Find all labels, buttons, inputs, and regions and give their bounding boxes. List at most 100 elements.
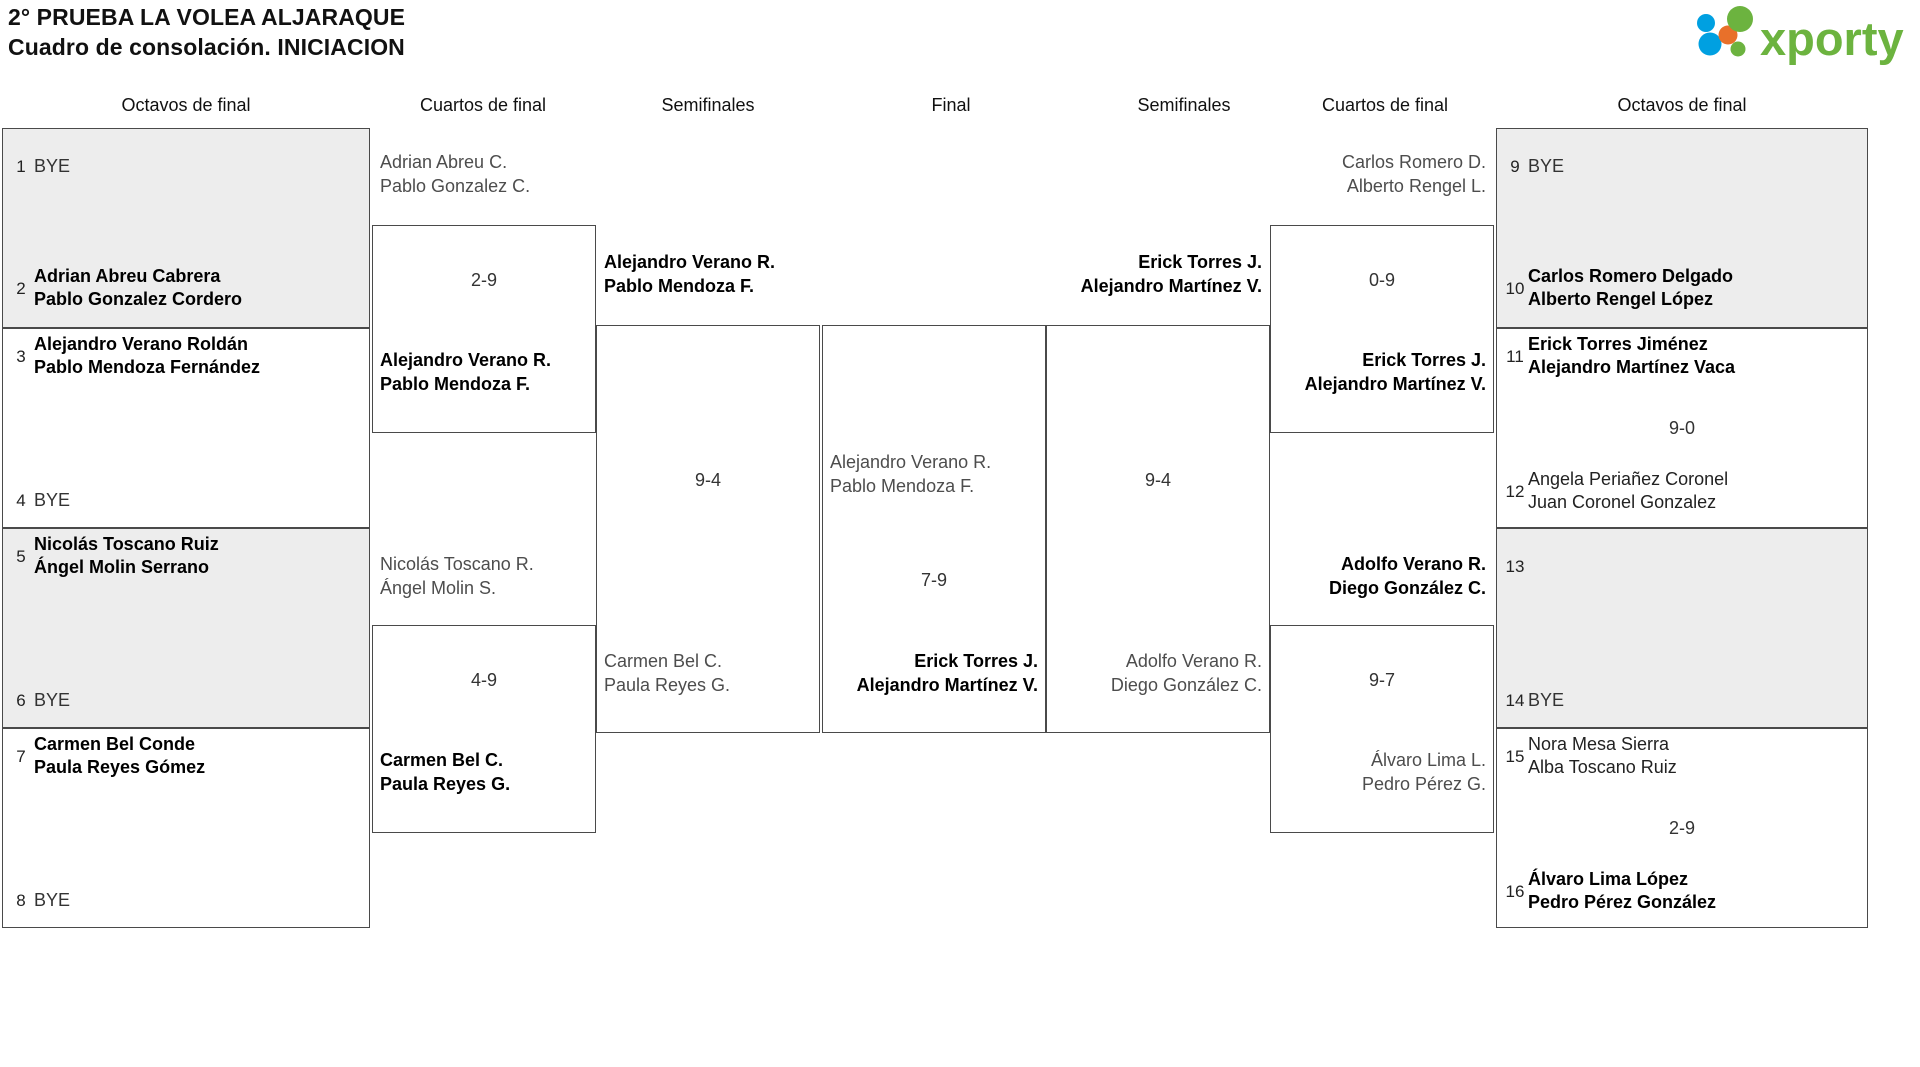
seed-number: 1: [16, 156, 26, 176]
player-name-2: Diego González C.: [1110, 675, 1262, 695]
rqf2-top-names: Adolfo Verano R. Diego González C.: [1270, 552, 1486, 600]
player-name-2: Ángel Molin Serrano: [34, 557, 210, 577]
rqf2-bottom-names: Álvaro Lima L. Pedro Pérez G.: [1270, 748, 1486, 796]
player-names: BYE: [1528, 155, 1565, 176]
player-name-1: Carmen Bel C.: [604, 651, 723, 671]
rqf1-score: 0-9: [1368, 270, 1395, 290]
player-name-2: Alejandro Martínez V.: [1304, 374, 1486, 394]
seed-number: 2: [16, 278, 26, 298]
player-name-2: Pedro Pérez González: [1528, 892, 1717, 912]
round-header-final: Final: [931, 95, 971, 115]
svg-text:xporty: xporty: [1760, 12, 1904, 65]
match-box-left-r16-4[interactable]: [2, 728, 370, 928]
bracket-slot-seed-12[interactable]: 12 Angela Periañez Coronel Juan Coronel …: [1502, 468, 1729, 514]
seed-number: 8: [16, 890, 26, 910]
final-score: 7-9: [920, 570, 947, 590]
match-box-right-r16-2[interactable]: [1496, 328, 1868, 528]
match-box-right-r16-3[interactable]: [1496, 528, 1868, 728]
rqf2-score: 9-7: [1368, 670, 1395, 690]
round-header-right-sf: Semifinales: [1137, 95, 1231, 115]
player-name-2: Pablo Gonzalez Cordero: [34, 289, 243, 309]
match-box-left-r16-3[interactable]: [2, 528, 370, 728]
bracket-slot-seed-16[interactable]: 16 Álvaro Lima López Pedro Pérez Gonzále…: [1502, 868, 1717, 914]
bracket-slot-seed-1[interactable]: 1 BYE: [8, 146, 70, 186]
bracket-slot-seed-2[interactable]: 2 Adrian Abreu Cabrera Pablo Gonzalez Co…: [8, 265, 242, 311]
player-name-2: Pablo Gonzalez C.: [380, 176, 531, 196]
qf2-score: 4-9: [470, 670, 497, 690]
tournament-subtitle: Cuadro de consolación. INICIACION: [8, 34, 405, 60]
seed-number: 14: [1505, 690, 1525, 710]
player-name-2: Pablo Mendoza Fernández: [34, 357, 261, 377]
player-name-1: Erick Torres J.: [1138, 252, 1262, 272]
seed-number: 16: [1505, 881, 1525, 901]
match-box-left-r16-1[interactable]: [2, 128, 370, 328]
match-box-right-r16-1[interactable]: [1496, 128, 1868, 328]
round-header-right-r16: Octavos de final: [1617, 95, 1747, 115]
player-name-1: Alejandro Verano R.: [604, 252, 776, 272]
player-name-2: Paula Reyes G.: [380, 774, 511, 794]
round-header-left-sf: Semifinales: [661, 95, 755, 115]
player-name-1: Nicolás Toscano R.: [380, 554, 534, 574]
match-box-left-sf[interactable]: [596, 325, 820, 733]
bracket-slot-seed-4[interactable]: 4 BYE: [8, 480, 70, 520]
player-name-1: Álvaro Lima López: [1528, 869, 1689, 889]
player-name-2: Diego González C.: [1328, 578, 1486, 598]
match-box-right-qf-1[interactable]: [1270, 225, 1494, 433]
bracket-slot-seed-10[interactable]: 10 Carlos Romero Delgado Alberto Rengel …: [1502, 265, 1734, 311]
seed-number: 12: [1505, 481, 1525, 501]
bracket-slot-seed-9[interactable]: 9 BYE: [1502, 146, 1564, 186]
bracket-slot-seed-7[interactable]: 7 Carmen Bel Conde Paula Reyes Gómez: [8, 733, 205, 779]
sf-right-score: 9-4: [1144, 470, 1171, 490]
player-name-2: Pablo Mendoza F.: [604, 276, 755, 296]
round-header-left-r16: Octavos de final: [121, 95, 251, 115]
match-box-left-r16-2[interactable]: [2, 328, 370, 528]
player-name-1: Erick Torres J.: [1362, 350, 1486, 370]
round-header-left-qf: Cuartos de final: [419, 95, 547, 115]
player-name-2: Pablo Mendoza F.: [380, 374, 531, 394]
player-names: BYE: [1528, 689, 1565, 710]
rqf1-top-names: Carlos Romero D. Alberto Rengel L.: [1270, 150, 1486, 198]
player-name-2: Alba Toscano Ruiz: [1528, 757, 1677, 777]
player-name-1: Nicolás Toscano Ruiz: [34, 534, 219, 554]
bracket-slot-seed-13[interactable]: 13: [1502, 546, 1528, 586]
match-box-final[interactable]: [822, 325, 1046, 733]
player-name-1: Álvaro Lima L.: [1370, 750, 1486, 770]
player-name-1: Adrian Abreu C.: [380, 152, 508, 172]
player-name-1: Carlos Romero Delgado: [1528, 266, 1734, 286]
page-title: 2° PRUEBA LA VOLEA ALJARAQUE Cuadro de c…: [8, 2, 405, 62]
bracket-slot-seed-5[interactable]: 5 Nicolás Toscano Ruiz Ángel Molin Serra…: [8, 533, 219, 579]
player-name-1: Alejandro Verano R.: [830, 452, 992, 472]
xporty-logo-icon: xporty: [1697, 6, 1904, 65]
bracket-slot-seed-14[interactable]: 14 BYE: [1502, 680, 1565, 720]
player-name-2: Paula Reyes Gómez: [34, 757, 206, 777]
match-box-right-sf[interactable]: [1046, 325, 1270, 733]
match-box-right-r16-4[interactable]: [1496, 728, 1868, 928]
bracket-slot-seed-6[interactable]: 6 BYE: [8, 680, 70, 720]
final-bottom-names: Erick Torres J. Alejandro Martínez V.: [822, 649, 1038, 697]
player-name-1: Alejandro Verano R.: [380, 350, 552, 370]
rqf1-bottom-names: Erick Torres J. Alejandro Martínez V.: [1270, 348, 1486, 396]
player-names: BYE: [34, 155, 71, 176]
bracket-slot-seed-15[interactable]: 15 Nora Mesa Sierra Alba Toscano Ruiz: [1502, 733, 1677, 779]
player-name-1: Angela Periañez Coronel: [1528, 469, 1729, 489]
qf2-bottom-names: Carmen Bel C. Paula Reyes G.: [380, 748, 510, 796]
player-name-1: Adolfo Verano R.: [1340, 554, 1486, 574]
player-name-1: Nora Mesa Sierra: [1528, 734, 1670, 754]
match-box-left-qf-2[interactable]: [372, 625, 596, 833]
bracket-slot-seed-11[interactable]: 11 Erick Torres Jiménez Alejandro Martín…: [1502, 333, 1735, 379]
player-name-1: Carmen Bel C.: [380, 750, 504, 770]
match-box-left-qf-1[interactable]: [372, 225, 596, 433]
player-name-1: Adrian Abreu Cabrera: [34, 266, 221, 286]
sf-right-bottom-names: Adolfo Verano R. Diego González C.: [1046, 649, 1262, 697]
player-names: BYE: [34, 489, 71, 510]
player-name-2: Alejandro Martínez V.: [1080, 276, 1262, 296]
player-name-2: Alberto Rengel L.: [1346, 176, 1486, 196]
bracket-slot-seed-3[interactable]: 3 Alejandro Verano Roldán Pablo Mendoza …: [8, 333, 260, 379]
player-name-2: Pablo Mendoza F.: [830, 476, 975, 496]
player-name-2: Juan Coronel Gonzalez: [1528, 492, 1717, 512]
match-box-right-qf-2[interactable]: [1270, 625, 1494, 833]
seed-number: 7: [16, 746, 26, 766]
bracket-slot-seed-8[interactable]: 8 BYE: [8, 880, 70, 920]
qf1-bottom-names: Alejandro Verano R. Pablo Mendoza F.: [380, 348, 551, 396]
seed-number: 3: [16, 346, 26, 366]
